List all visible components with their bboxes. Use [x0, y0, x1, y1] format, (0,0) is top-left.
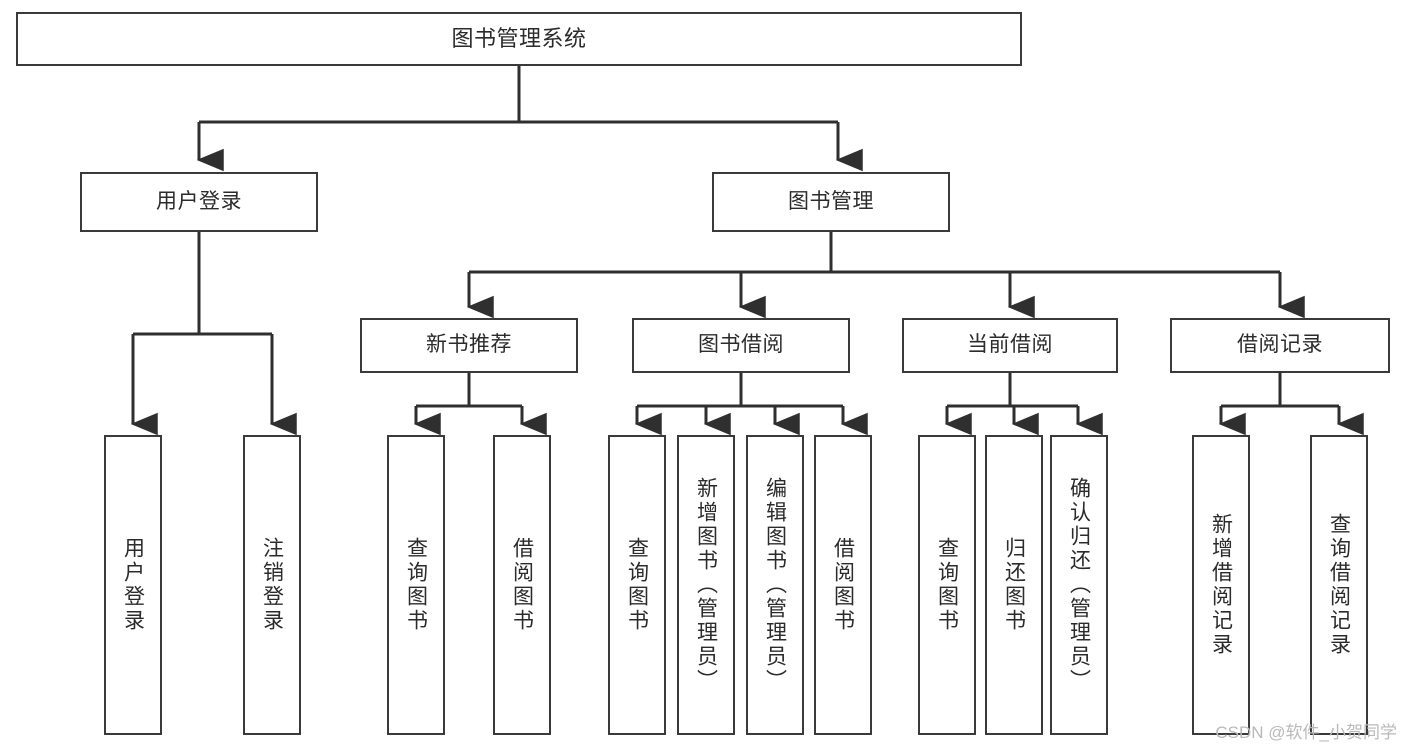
node-leaf-user-login[interactable]: 用户登录 — [104, 435, 162, 735]
node-leaf-query-book-1[interactable]: 查询图书 — [387, 435, 445, 735]
node-leaf-user-logout[interactable]: 注销登录 — [243, 435, 301, 735]
node-module-user-login[interactable]: 用户登录 — [80, 172, 318, 232]
node-label: 当前借阅 — [967, 333, 1053, 357]
node-label: 归还图书 — [1002, 537, 1026, 633]
node-label: 注销登录 — [260, 537, 284, 633]
node-label: 图书管理系统 — [451, 25, 587, 51]
node-label: 编辑图书（管理员） — [763, 477, 787, 693]
node-label: 用户登录 — [121, 537, 145, 633]
node-label: 查询借阅记录 — [1327, 513, 1351, 657]
node-label: 查询图书 — [935, 537, 959, 633]
node-label: 借阅记录 — [1237, 333, 1323, 357]
node-leaf-borrow-book-2[interactable]: 借阅图书 — [814, 435, 872, 735]
node-leaf-query-book-3[interactable]: 查询图书 — [918, 435, 976, 735]
node-label: 新增借阅记录 — [1209, 513, 1233, 657]
node-submodule-new-book-recommend[interactable]: 新书推荐 — [360, 318, 578, 373]
node-label: 确认归还（管理员） — [1067, 477, 1091, 693]
node-label: 查询图书 — [625, 537, 649, 633]
node-leaf-query-record[interactable]: 查询借阅记录 — [1310, 435, 1368, 735]
node-submodule-borrow-record[interactable]: 借阅记录 — [1170, 318, 1390, 373]
node-submodule-book-borrow[interactable]: 图书借阅 — [632, 318, 850, 373]
node-root-system[interactable]: 图书管理系统 — [16, 12, 1022, 66]
node-submodule-current-borrow[interactable]: 当前借阅 — [902, 318, 1118, 373]
node-leaf-return-book[interactable]: 归还图书 — [985, 435, 1043, 735]
node-leaf-confirm-return[interactable]: 确认归还（管理员） — [1050, 435, 1108, 735]
watermark-text: CSDN @软件_小贺同学 — [1215, 723, 1397, 742]
node-leaf-query-book-2[interactable]: 查询图书 — [608, 435, 666, 735]
node-label: 图书管理 — [788, 189, 874, 213]
node-module-book-manage[interactable]: 图书管理 — [712, 172, 950, 232]
node-label: 图书借阅 — [698, 333, 784, 357]
node-label: 新书推荐 — [426, 333, 512, 357]
node-label: 借阅图书 — [831, 537, 855, 633]
node-leaf-edit-book[interactable]: 编辑图书（管理员） — [746, 435, 804, 735]
node-label: 查询图书 — [404, 537, 428, 633]
node-leaf-add-book[interactable]: 新增图书（管理员） — [677, 435, 735, 735]
node-label: 用户登录 — [156, 189, 242, 213]
node-label: 新增图书（管理员） — [694, 477, 718, 693]
node-leaf-borrow-book-1[interactable]: 借阅图书 — [493, 435, 551, 735]
node-label: 借阅图书 — [510, 537, 534, 633]
node-leaf-add-record[interactable]: 新增借阅记录 — [1192, 435, 1250, 735]
